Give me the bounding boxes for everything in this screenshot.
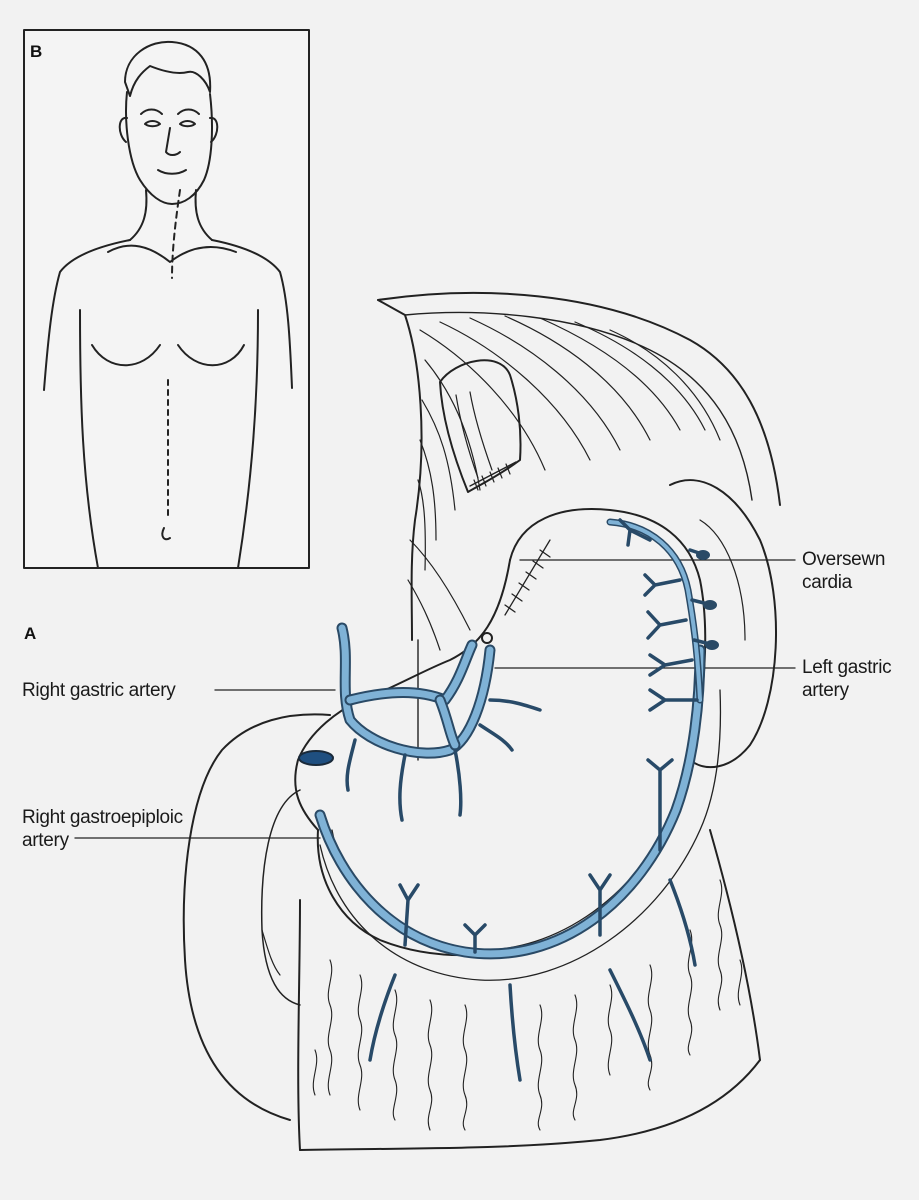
liver xyxy=(182,713,331,1121)
omentum xyxy=(297,829,761,1151)
diaphragm xyxy=(377,291,781,651)
pylorus-mark xyxy=(298,750,334,766)
right-gastric-vessel xyxy=(336,622,496,759)
label-right-gastric-artery: Right gastric artery xyxy=(22,680,176,701)
label-right-gastroepiploic-artery: Right gastroepiploic artery xyxy=(22,807,183,851)
label-left-gastric-artery: Left gastric artery xyxy=(802,657,892,701)
spleen xyxy=(669,479,777,768)
vessel-branches xyxy=(345,518,716,1082)
right-gastroepiploic-vessel xyxy=(314,644,706,960)
vessel-ligatures xyxy=(481,550,719,650)
patient-figure xyxy=(43,40,293,569)
panel-a-letter: A xyxy=(24,624,37,643)
panel-b-letter: B xyxy=(30,42,43,61)
panel-b-frame xyxy=(23,29,310,569)
left-gastric-vessel xyxy=(606,518,704,704)
esophagus-stump xyxy=(439,359,522,493)
label-oversewn-cardia: Oversewn cardia xyxy=(802,549,886,593)
leader-lines xyxy=(74,559,796,839)
